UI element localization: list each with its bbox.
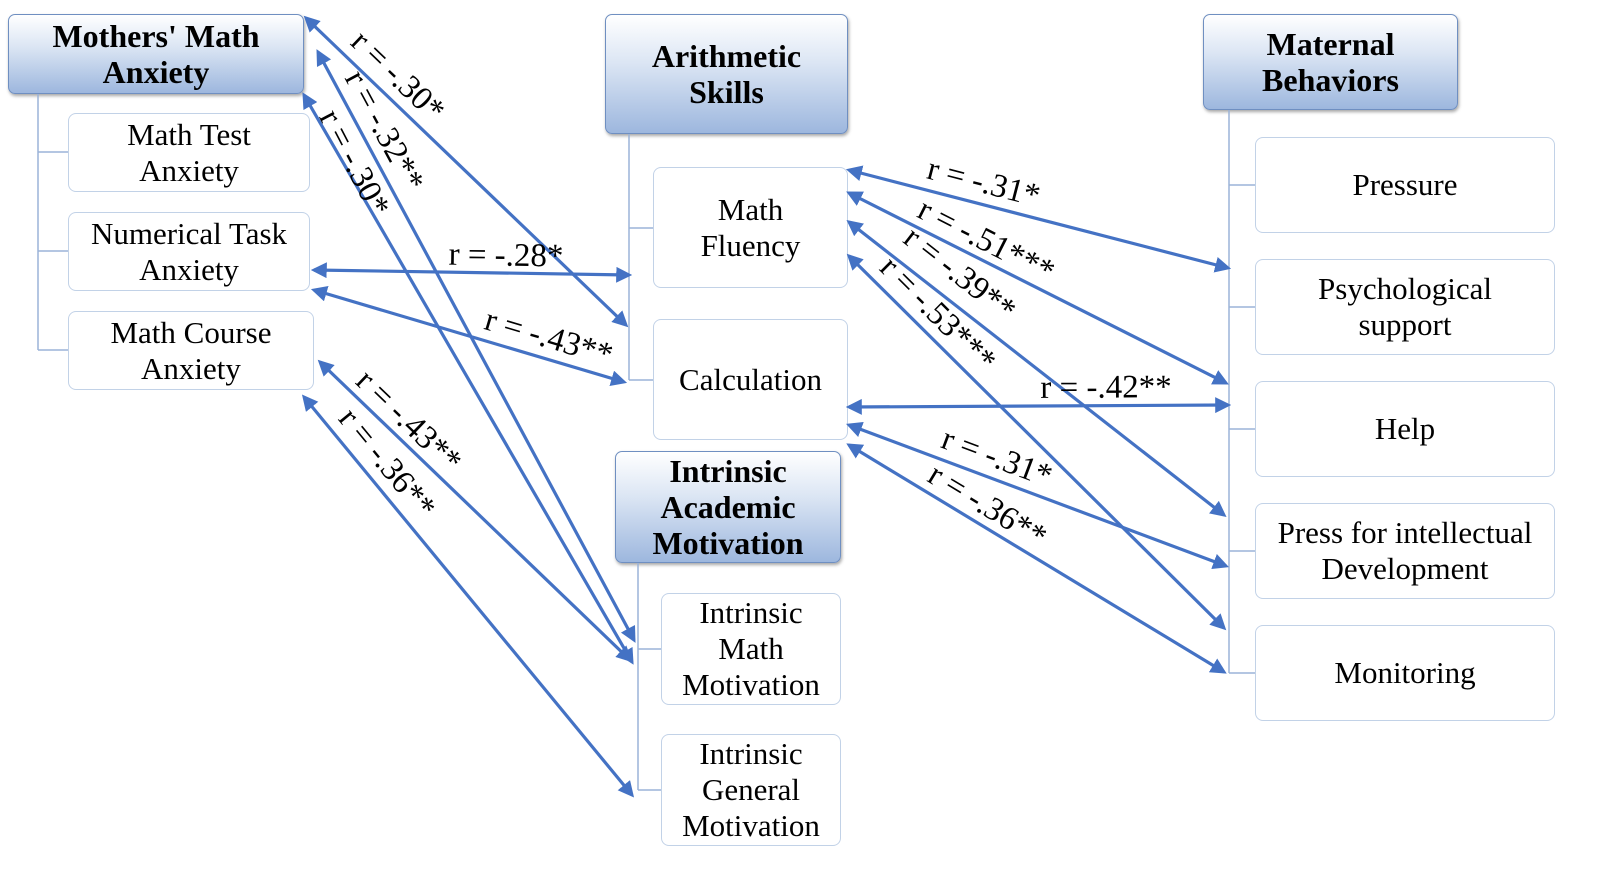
calculation-box: Calculation bbox=[653, 319, 848, 440]
mothers-math-anxiety-title: Mothers' Math Anxiety bbox=[52, 18, 260, 90]
intrinsic-math-motivation-label: Intrinsic Math Motivation bbox=[682, 595, 820, 702]
numerical-task-anxiety-label: Numerical Task Anxiety bbox=[90, 215, 288, 287]
correlation-arrows bbox=[301, 15, 1232, 798]
math-fluency-label: Math Fluency bbox=[700, 191, 801, 263]
label-nta-fluency: r = -.28* bbox=[448, 237, 563, 275]
press-intellectual-development-box: Press for intellectual Development bbox=[1255, 503, 1555, 599]
math-fluency-box: Math Fluency bbox=[653, 167, 848, 288]
group-connectors bbox=[37, 94, 1255, 791]
mothers-math-anxiety-header: Mothers' Math Anxiety bbox=[8, 14, 304, 94]
arrow-calc-help bbox=[845, 397, 1232, 415]
maternal-behaviors-header: Maternal Behaviors bbox=[1203, 14, 1458, 110]
label-nta-calc: r = -.43** bbox=[481, 302, 617, 374]
arrow-mca-imm bbox=[317, 359, 633, 663]
intrinsic-general-motivation-label: Intrinsic General Motivation bbox=[682, 736, 820, 843]
calculation-label: Calculation bbox=[679, 361, 822, 397]
help-box: Help bbox=[1255, 381, 1555, 477]
math-course-anxiety-label: Math Course Anxiety bbox=[110, 314, 272, 386]
monitoring-label: Monitoring bbox=[1334, 655, 1476, 690]
label-calc-help: r = -.42** bbox=[1040, 369, 1172, 406]
connector-motiv bbox=[637, 563, 661, 791]
math-test-anxiety-box: Math Test Anxiety bbox=[68, 113, 310, 192]
arrow-mca-igm bbox=[301, 394, 635, 798]
intrinsic-academic-motivation-header: Intrinsic Academic Motivation bbox=[615, 451, 841, 563]
intrinsic-general-motivation-box: Intrinsic General Motivation bbox=[661, 734, 841, 846]
arrow-nta-fluency bbox=[310, 262, 633, 283]
intrinsic-math-motivation-box: Intrinsic Math Motivation bbox=[661, 593, 841, 705]
math-course-anxiety-box: Math Course Anxiety bbox=[68, 311, 314, 390]
connector-arith bbox=[628, 134, 653, 381]
help-label: Help bbox=[1374, 411, 1436, 446]
arithmetic-skills-title: Arithmetic Skills bbox=[651, 38, 802, 110]
psychological-support-label: Psychological support bbox=[1318, 271, 1492, 342]
psychological-support-box: Psychological support bbox=[1255, 259, 1555, 355]
connector-mothers bbox=[37, 94, 68, 351]
math-test-anxiety-label: Math Test Anxiety bbox=[127, 116, 251, 188]
pressure-label: Pressure bbox=[1352, 167, 1458, 202]
maternal-behaviors-title: Maternal Behaviors bbox=[1262, 26, 1399, 98]
press-intellectual-development-label: Press for intellectual Development bbox=[1277, 515, 1533, 586]
intrinsic-academic-motivation-title: Intrinsic Academic Motivation bbox=[652, 453, 804, 561]
arrow-flu-monitor bbox=[846, 253, 1227, 631]
arrow-calc-monitor bbox=[846, 443, 1227, 674]
arithmetic-skills-header: Arithmetic Skills bbox=[605, 14, 848, 134]
pressure-box: Pressure bbox=[1255, 137, 1555, 233]
monitoring-box: Monitoring bbox=[1255, 625, 1555, 721]
correlation-labels: r = -.30* r = -.32** r = -.30* r = -.28*… bbox=[312, 24, 1172, 556]
connector-maternal bbox=[1228, 110, 1255, 674]
numerical-task-anxiety-box: Numerical Task Anxiety bbox=[68, 212, 310, 291]
